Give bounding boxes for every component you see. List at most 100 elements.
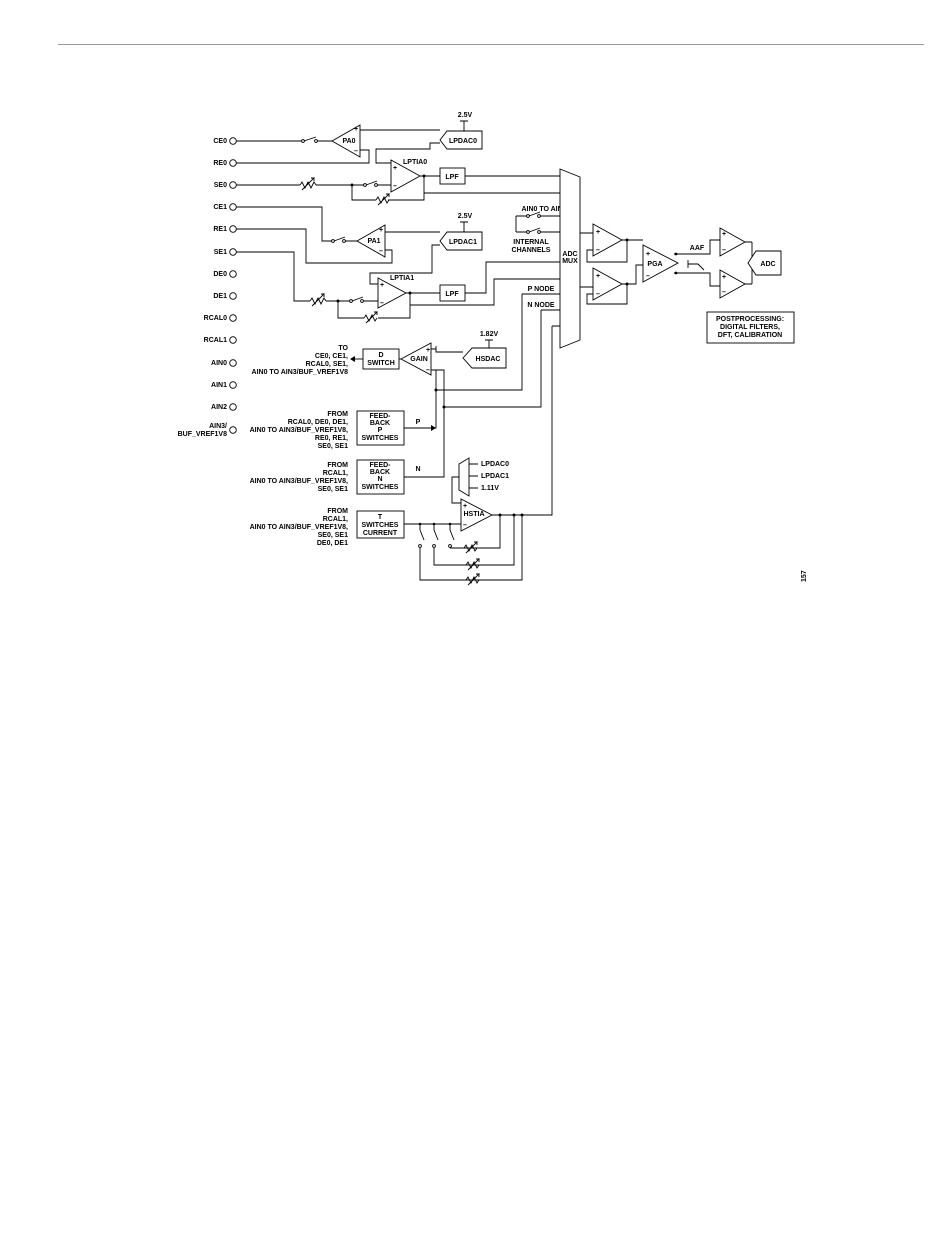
svg-text:–: – [354,148,358,155]
feedback-n-label-4: SWITCHES [362,484,399,491]
lp-channel-0: PA0 + – LPDAC0 2.5V LPTIA0 + – [236,112,560,206]
pin-se0 [229,181,237,189]
d-switch-label-2: SWITCH [367,360,395,367]
pin-ce1 [229,203,237,211]
svg-text:+: + [426,347,430,354]
re0-wire [236,149,370,164]
lpdac1-block [439,231,483,251]
lpdac0-to-lptia0 [375,142,440,164]
feedback-p-block [356,410,405,446]
pin-circles [229,137,237,434]
from-n-label-2: RCAL1, [323,470,348,477]
pin-ain3-label-2: BUF_VREF1V8 [178,431,228,438]
pin-re1-label: RE1 [213,226,227,233]
svg-text:–: – [596,247,600,254]
pin-se0-label: SE0 [214,182,227,189]
from-p-label-2: RCAL0, DE0, DE1, [288,419,348,426]
to-label-3: RCAL0, SE1, [306,361,348,368]
pin-ce1-label: CE1 [213,204,227,211]
feedback-p-label-1: FEED- [370,413,392,420]
lpdac1-label: LPDAC1 [449,239,477,246]
hstia-ref-lpdac0: LPDAC0 [481,461,509,468]
lptia0-label: LPTIA0 [403,159,427,166]
lptia1-feedback [337,293,411,319]
to-label-2: CE0, CE1, [315,353,348,360]
lpdac1-vref-label: 2.5V [458,213,473,220]
adc-signal-chain: + – + – PGA + – AAF + – + – ADC [580,223,795,344]
hstia-ref-lpdac1: LPDAC1 [481,473,509,480]
svg-text:+: + [463,503,467,510]
postprocessing-label-2: DIGITAL FILTERS, [720,324,780,331]
lpdac0-block [439,130,483,150]
lptia1-raw-to-mux [410,278,560,306]
from-t-label-3: AIN0 TO AIN3/BUF_VREF1V8, [250,524,348,531]
pin-rcal1 [229,336,237,344]
svg-text:+: + [722,231,726,238]
pin-ain1-label: AIN1 [211,382,227,389]
feedback-n-label-1: FEED- [370,462,392,469]
svg-text:–: – [379,248,383,255]
feedback-p-label-3: P [378,427,383,434]
from-p-label-4: RE0, RE1, [315,435,348,442]
pin-ain2-label: AIN2 [211,404,227,411]
pga-amplifier [642,244,679,283]
pin-ain2 [229,403,237,411]
svg-text:–: – [596,291,600,298]
pin-re1 [229,225,237,233]
svg-text:–: – [722,247,726,254]
hstia-section: LPDAC0 LPDAC1 1.11V HSTIA + – [451,457,552,532]
feedback-n-block [356,459,405,495]
from-t-label-2: RCAL1, [323,516,348,523]
to-label-4: AIN0 TO AIN3/BUF_VREF1V8 [252,369,349,376]
hsdac-vref-label: 1.82V [480,331,499,338]
lptia0-feedback [351,176,425,201]
adc-buffer-p [719,227,746,257]
pin-ain1 [229,381,237,389]
svg-text:+: + [354,126,358,133]
svg-text:–: – [722,289,726,296]
figure-id: 157 [801,570,808,582]
svg-text:+: + [722,274,726,281]
from-n-label-3: AIN0 TO AIN3/BUF_VREF1V8, [250,478,348,485]
feedback-p-label-2: BACK [370,420,390,427]
adc-mux-block [559,168,581,349]
svg-text:–: – [463,522,467,529]
lpf1-label: LPF [445,291,459,298]
t-switches-label-3: CURRENT [363,530,398,537]
se1-wire [236,251,378,302]
svg-text:–: – [380,300,384,307]
lptia0-amplifier [390,159,421,193]
pin-de1-label: DE1 [213,293,227,300]
adc-buffer-n [719,269,746,299]
internal-channels-label-1: INTERNAL [513,239,549,246]
from-t-label-4: SE0, SE1 [318,532,348,539]
pin-rcal1-label: RCAL1 [204,337,227,344]
feedback-p-label-4: SWITCHES [362,435,399,442]
hstia-label: HSTIA [464,511,485,518]
pin-re0-label: RE0 [213,160,227,167]
t-switches-label-2: SWITCHES [362,522,399,529]
gain-amplifier [400,342,432,376]
svg-text:–: – [426,367,430,374]
pa1-amplifier [356,224,386,258]
pin-de1 [229,292,237,300]
pa1-label: PA1 [367,238,380,245]
from-p-label-3: AIN0 TO AIN3/BUF_VREF1V8, [250,427,348,434]
lpf1-to-mux [465,261,560,294]
aaf-label: AAF [690,245,705,252]
pga-label: PGA [647,261,662,268]
svg-text:+: + [393,165,397,172]
adc-label: ADC [760,261,775,268]
lpdac1-to-lptia1 [369,244,440,285]
pin-se1 [229,248,237,256]
svg-text:+: + [646,251,650,258]
input-buffer-p [592,223,623,257]
svg-text:+: + [380,282,384,289]
lptia1-amplifier [377,277,407,309]
from-p-label-1: FROM [327,411,348,418]
t-switches: T SWITCHES CURRENT FROM RCAL1, AIN0 TO A… [250,508,523,586]
feedback-p: FEED- BACK P SWITCHES FROM RCAL0, DE0, D… [250,390,437,450]
svg-text:–: – [393,183,397,190]
from-t-label-1: FROM [327,508,348,515]
pa0-amplifier [331,124,361,158]
